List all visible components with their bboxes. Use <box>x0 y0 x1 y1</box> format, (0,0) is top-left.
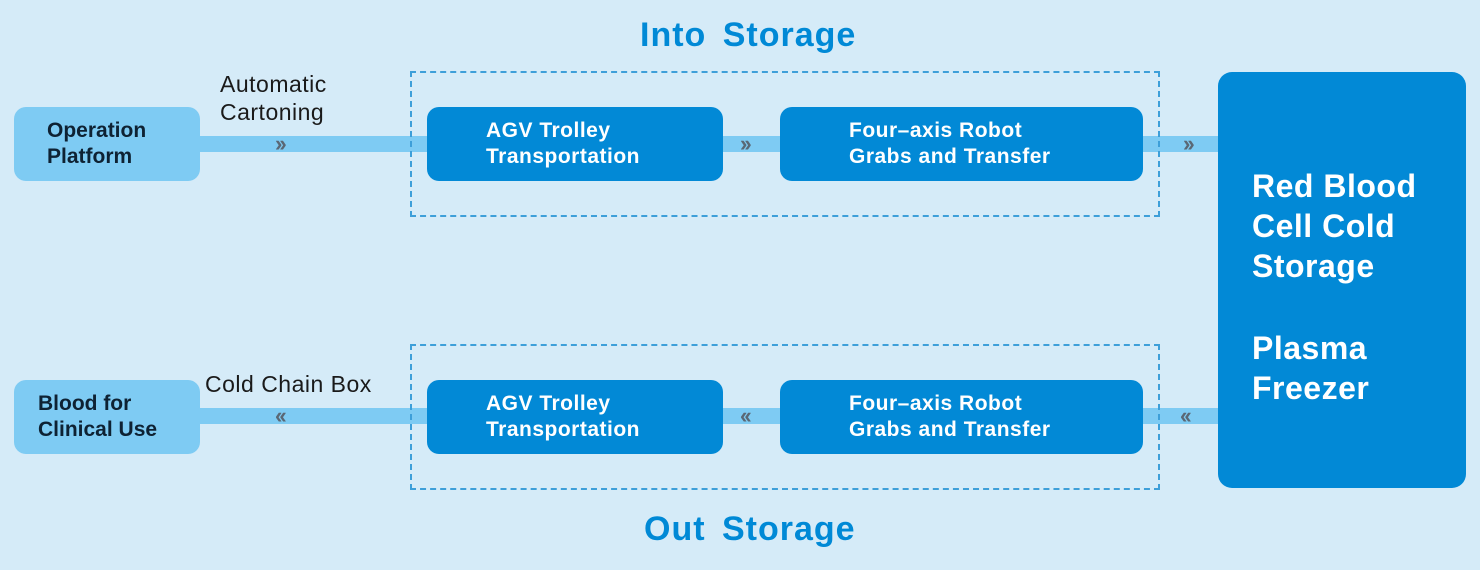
double-chevron-left-icon: ‹‹ <box>1180 403 1192 428</box>
storage-line1: Red Blood <box>1252 168 1417 204</box>
into-storage-frame <box>410 71 1160 217</box>
into-agv-line2: Transportation <box>486 145 641 168</box>
automatic-cartoning-line1: Automatic <box>220 71 327 97</box>
storage-line2: Cell Cold <box>1252 208 1396 244</box>
storage-line4: Plasma <box>1252 330 1368 366</box>
into-robot-line1: Four–axis Robot <box>849 119 1023 142</box>
blood-clinical-line2: Clinical Use <box>38 418 158 441</box>
double-chevron-right-icon: ›› <box>275 131 287 156</box>
automatic-cartoning-label: Automatic Cartoning <box>220 70 327 126</box>
blood-clinical-line1: Blood for <box>38 392 132 415</box>
cold-chain-box-label: Cold Chain Box <box>205 371 372 397</box>
cold-storage-box: Red Blood Cell Cold Storage Plasma Freez… <box>1218 72 1466 488</box>
double-chevron-left-icon: ‹‹ <box>740 403 752 428</box>
blood-clinical-use-box: Blood for Clinical Use <box>14 380 200 454</box>
out-agv-line2: Transportation <box>486 418 641 441</box>
storage-line3: Storage <box>1252 248 1375 284</box>
into-robot-box: Four–axis Robot Grabs and Transfer <box>780 107 1143 181</box>
into-agv-line1: AGV Trolley <box>486 119 611 142</box>
storage-line5: Freezer <box>1252 370 1370 406</box>
operation-platform-line2: Platform <box>47 145 133 168</box>
into-agv-trolley-box: AGV Trolley Transportation <box>427 107 723 181</box>
out-agv-trolley-box: AGV Trolley Transportation <box>427 380 723 454</box>
into-storage-title: Into Storage <box>640 16 857 54</box>
out-robot-line1: Four–axis Robot <box>849 392 1023 415</box>
automatic-cartoning-line2: Cartoning <box>220 99 325 125</box>
into-robot-line2: Grabs and Transfer <box>849 145 1051 168</box>
out-storage-title: Out Storage <box>644 510 856 548</box>
double-chevron-right-icon: ›› <box>740 131 752 156</box>
double-chevron-left-icon: ‹‹ <box>275 403 287 428</box>
operation-platform-line1: Operation <box>47 119 147 142</box>
out-robot-line2: Grabs and Transfer <box>849 418 1051 441</box>
out-storage-frame <box>410 344 1160 490</box>
out-robot-box: Four–axis Robot Grabs and Transfer <box>780 380 1143 454</box>
out-agv-line1: AGV Trolley <box>486 392 611 415</box>
operation-platform-box: Operation Platform <box>14 107 200 181</box>
double-chevron-right-icon: ›› <box>1183 131 1195 156</box>
